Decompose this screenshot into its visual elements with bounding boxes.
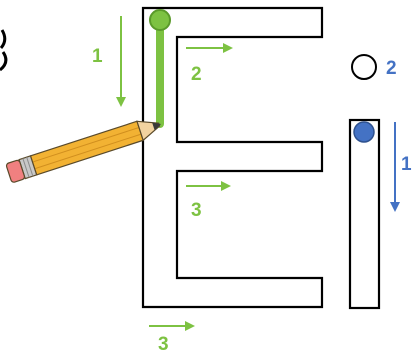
i-start-dot	[353, 121, 375, 143]
step-label-1: 1	[92, 46, 103, 67]
letter-i-dot-outline	[351, 54, 377, 80]
step-label-i-1: 1	[401, 154, 412, 175]
step-label-3-bottom: 3	[158, 334, 169, 355]
step-label-i-2: 2	[386, 58, 397, 79]
edge-fragment	[0, 51, 8, 72]
edge-fragment	[0, 29, 7, 49]
pencil-icon	[5, 120, 161, 183]
letter-e-outline	[141, 6, 324, 309]
e-start-dot	[149, 9, 171, 31]
letter-i-stem-outline	[348, 118, 381, 310]
step-label-3-middle: 3	[191, 200, 202, 221]
step-label-2: 2	[191, 64, 202, 85]
